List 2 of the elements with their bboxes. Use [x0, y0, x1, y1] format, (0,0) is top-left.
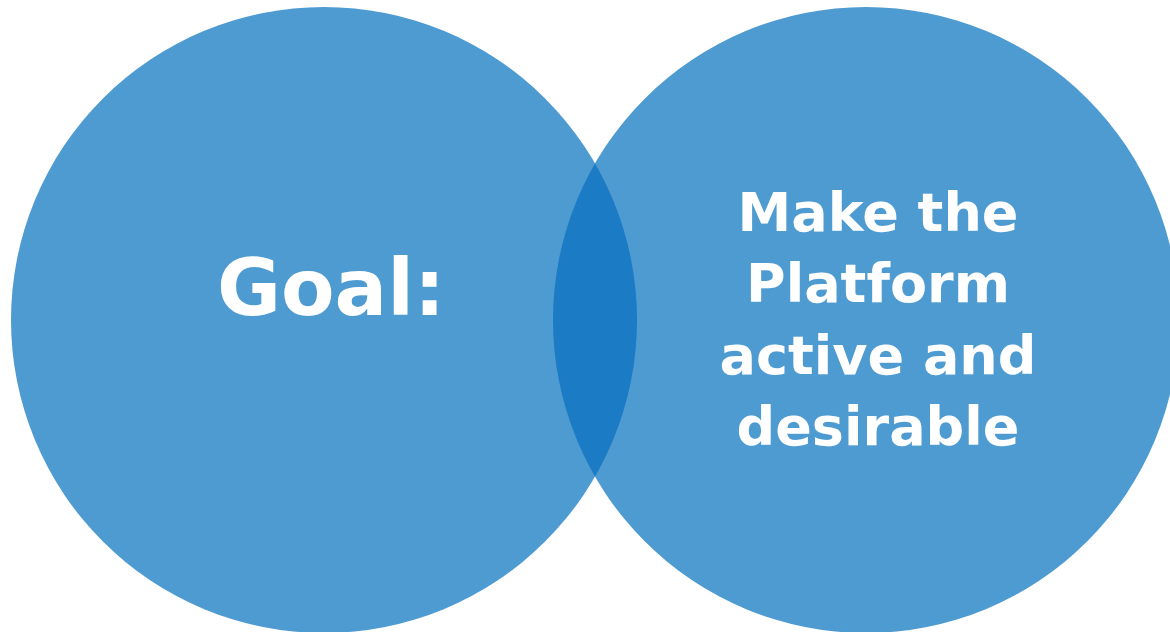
goal-text: Make the Platform active and desirable — [718, 180, 1038, 460]
heading: Goal: — [215, 242, 447, 335]
